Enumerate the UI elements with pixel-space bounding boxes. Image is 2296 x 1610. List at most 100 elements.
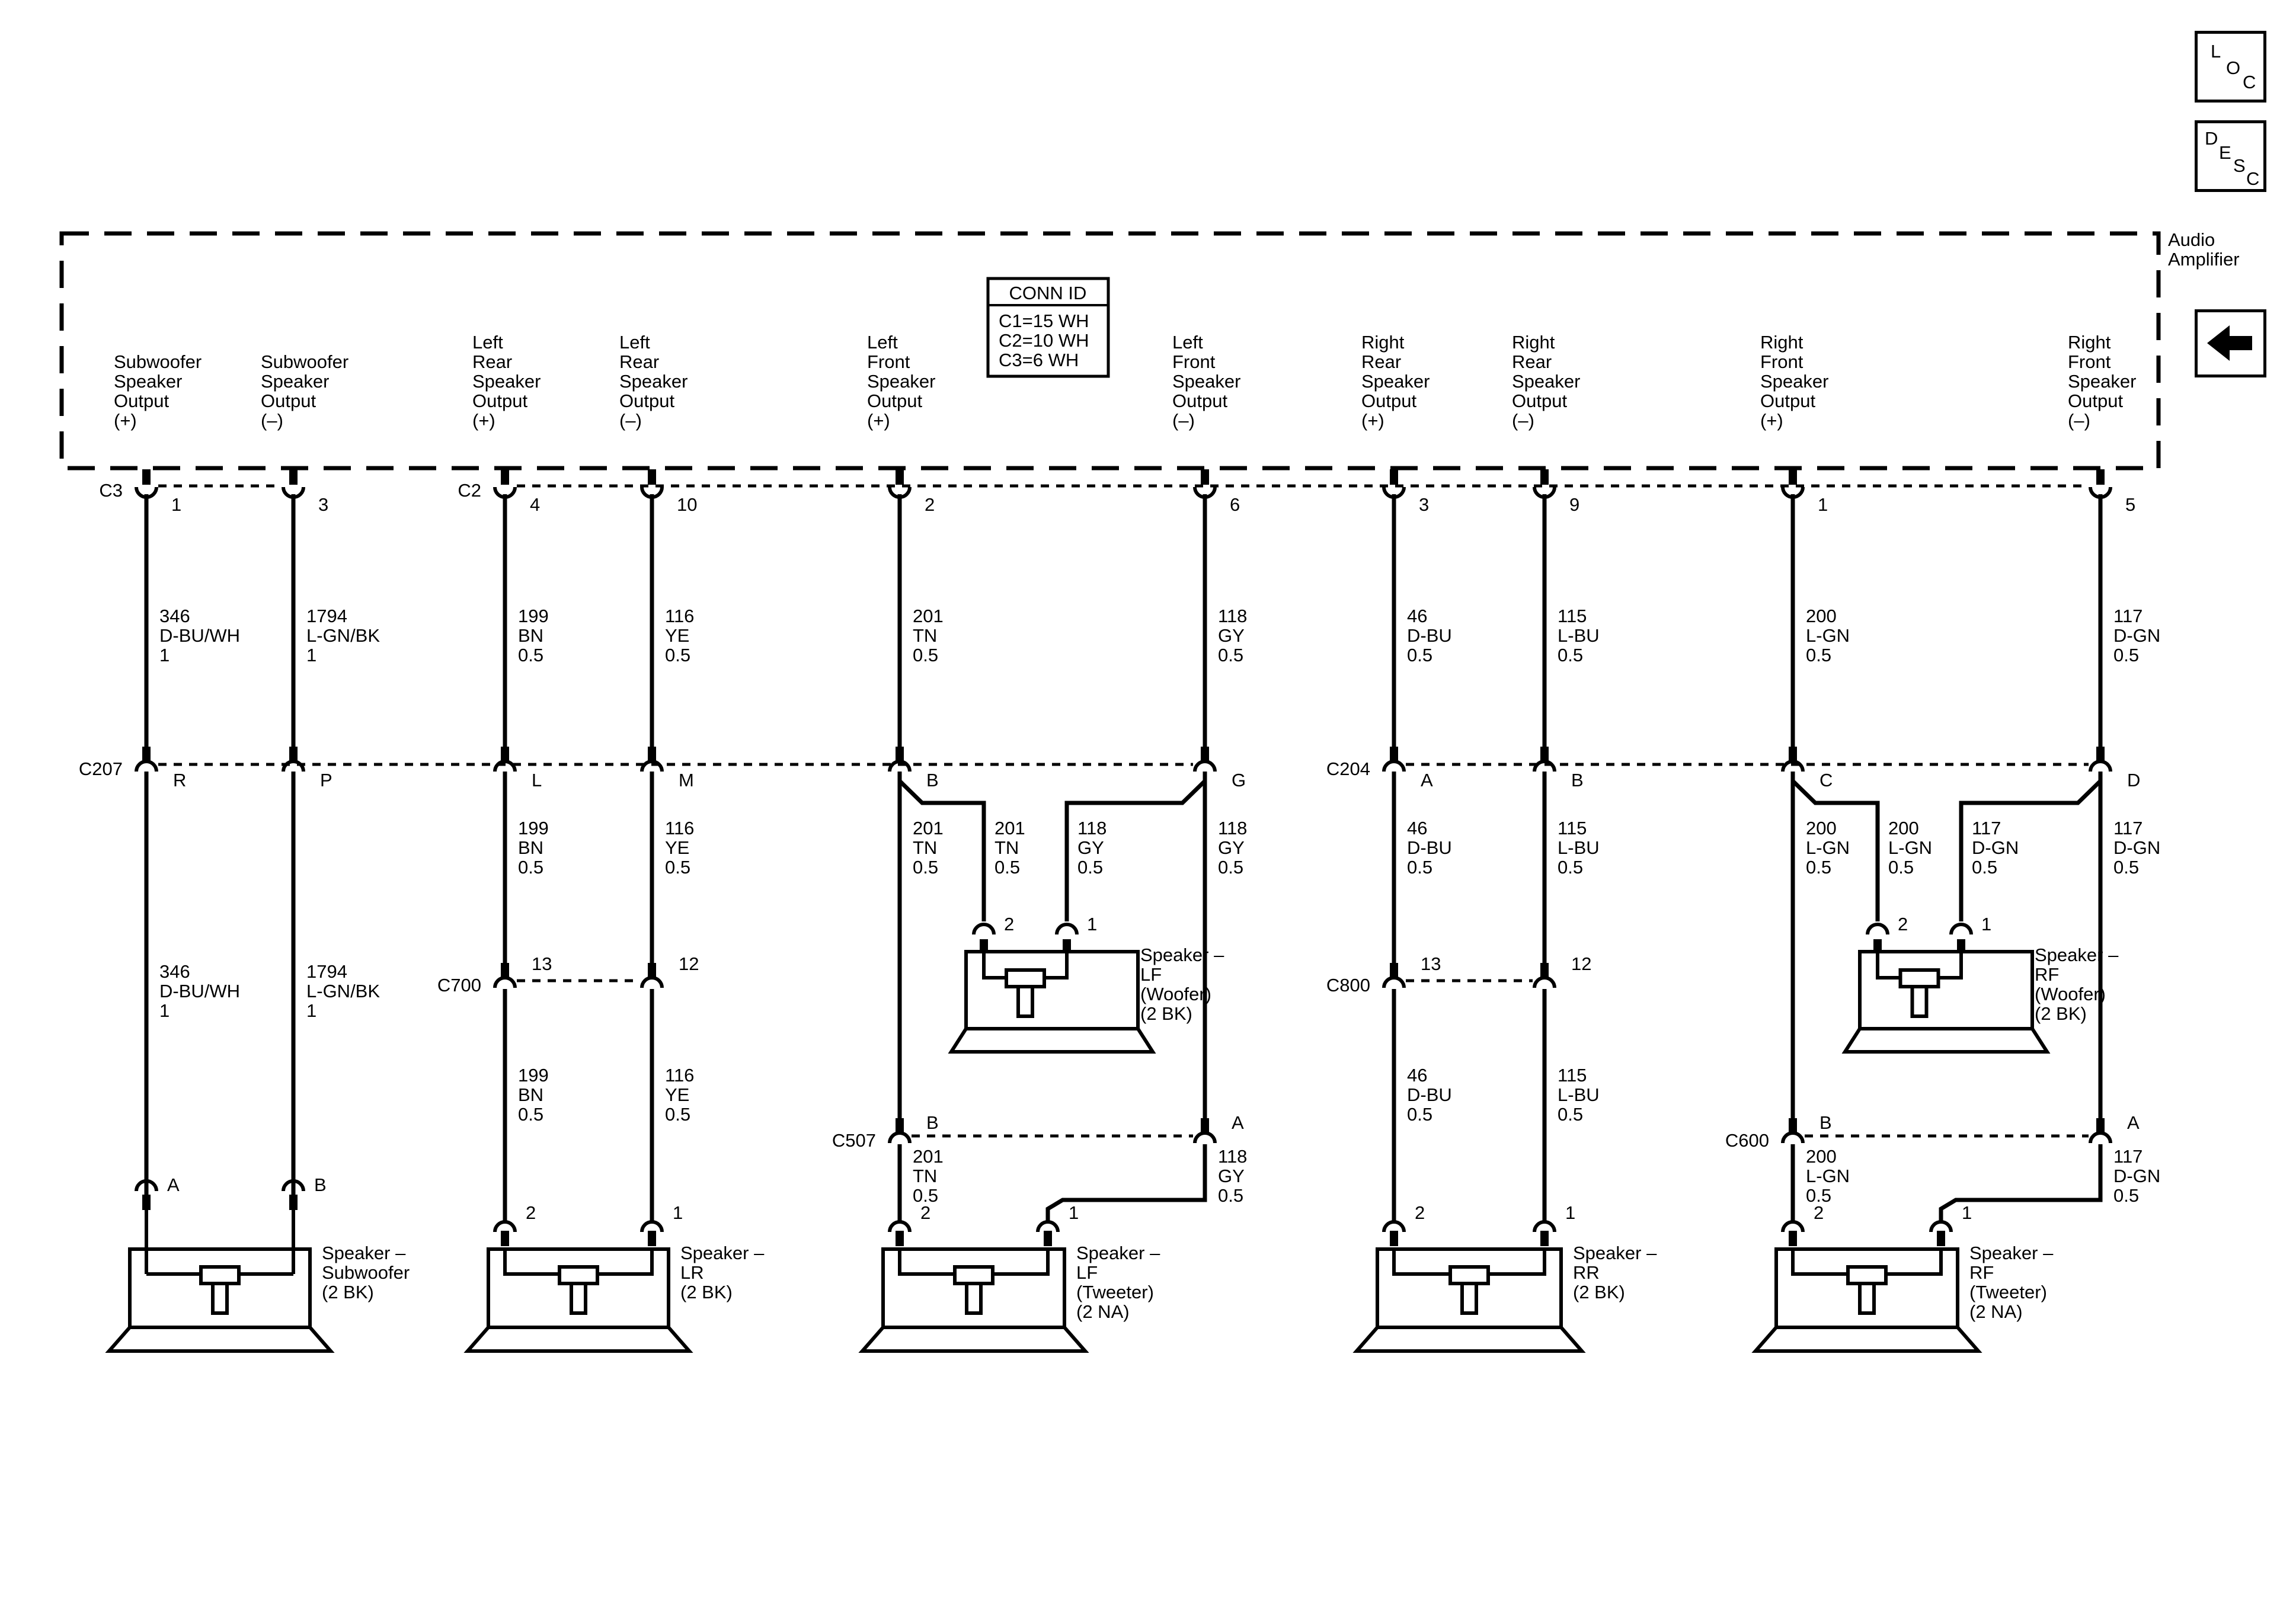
wire2-label-9-line-0: 117	[2113, 818, 2142, 838]
mid-2-cap	[493, 760, 517, 772]
output-pin-5: 6	[1230, 494, 1240, 515]
wire2-label-6-line-2: 0.5	[1407, 857, 1432, 878]
wire1-label-2-line-0: 199	[518, 606, 549, 626]
connector-c207: C207	[79, 758, 123, 779]
output-label-8-line-3: Output	[1760, 391, 1815, 411]
output-pin-1: 3	[318, 494, 328, 515]
speaker-lr-label-line-0: Speaker –	[680, 1243, 765, 1263]
sub-label-line-1: Subwoofer	[322, 1262, 410, 1283]
mid-pin-4: B	[926, 770, 939, 790]
wire3-label-3-line-0: 116	[665, 1065, 694, 1086]
connector-c2: C2	[458, 480, 481, 501]
speaker-rr-a-pin	[1390, 1231, 1398, 1246]
tweeter-rf-magnet	[1846, 1265, 1888, 1285]
wire1-label-3-line-1: YE	[665, 625, 689, 646]
wire2-label-5-line-1: GY	[1218, 837, 1245, 858]
wire4-label-4-line-2: 0.5	[913, 1185, 938, 1206]
tw-9-cap	[2089, 1131, 2112, 1144]
wire2-label-2-line-2: 0.5	[518, 857, 543, 878]
wire2-label-1-line-1: L-GN/BK	[306, 981, 380, 1001]
wire2-label-9-line-1: D-GN	[2113, 837, 2160, 858]
output-pin-9: 5	[2125, 494, 2135, 515]
speaker-lr-cone	[463, 1326, 693, 1353]
wire3-label-2-line-0: 199	[518, 1065, 549, 1086]
tweeter-rf-label-line-0: Speaker –	[1969, 1243, 2054, 1263]
tweeter-lf-pin-a-cap	[888, 1220, 912, 1233]
mid-pin-3: M	[679, 770, 694, 790]
back-button[interactable]	[2195, 309, 2266, 377]
output-label-6-line-2: Speaker	[1361, 371, 1430, 392]
wire2-label-3-line-2: 0.5	[665, 857, 690, 878]
mid-5-pin	[1201, 747, 1209, 762]
connector-c700: C700	[437, 975, 481, 996]
output-2-pin	[501, 469, 509, 485]
woofer-lf-branch-a-label-line-1: TN	[994, 837, 1019, 858]
wire2-label-4-line-1: TN	[913, 837, 937, 858]
sub-stem	[211, 1283, 229, 1315]
woofer-rf-branch-a-label-line-1: L-GN	[1888, 837, 1932, 858]
woofer-lf-pin-b-cap	[1055, 923, 1079, 935]
woofer-rf-body	[1858, 950, 2034, 1030]
sub-magnet	[199, 1265, 241, 1285]
speaker-rr-magnet	[1448, 1265, 1490, 1285]
wire1-label-9-line-1: D-GN	[2113, 625, 2160, 646]
output-7-pin	[1540, 469, 1549, 485]
woofer-rf-pin-a-cap	[1866, 923, 1889, 935]
desc-button[interactable]: D E S C	[2195, 120, 2266, 192]
wire1-label-5-line-1: GY	[1218, 625, 1245, 646]
wire1-label-3-line-0: 116	[665, 606, 694, 626]
output-label-3-line-2: Speaker	[619, 371, 687, 392]
wire2-label-8-line-1: L-GN	[1806, 837, 1850, 858]
woofer-rf-branch-a-label-line-2: 0.5	[1888, 857, 1914, 878]
sub-conn-b-cap	[282, 1179, 305, 1192]
output-label-2-line-4: (+)	[472, 410, 495, 431]
woofer-rf-stem	[1910, 987, 1929, 1018]
mid-9-cap	[2089, 760, 2112, 772]
output-label-6-line-3: Output	[1361, 391, 1416, 411]
mid-7-cap	[1533, 760, 1556, 772]
output-label-4-line-1: Front	[867, 351, 910, 372]
woofer-lf-branch-a-label-line-2: 0.5	[994, 857, 1020, 878]
loc-button[interactable]: L O C	[2195, 31, 2266, 103]
wire2-label-6-line-0: 46	[1407, 818, 1427, 838]
woofer-lf-branch-b-label-line-2: 0.5	[1077, 857, 1103, 878]
wire1-label-8-line-1: L-GN	[1806, 625, 1850, 646]
tweeter-rf-label-line-1: RF	[1969, 1262, 1994, 1283]
sub-a-pin	[142, 1195, 151, 1210]
wire3-label-6-line-1: D-BU	[1407, 1084, 1452, 1105]
low-2-pin	[501, 963, 509, 978]
wire1-label-0-line-0: 346	[159, 606, 190, 626]
tweeter-lf-magnet	[953, 1265, 994, 1285]
speaker-lr-stem	[570, 1283, 587, 1315]
output-pin-0: 1	[171, 494, 181, 515]
wire3-label-7-line-2: 0.5	[1558, 1104, 1583, 1125]
wire2-label-7-line-2: 0.5	[1558, 857, 1583, 878]
wire1-label-9-line-0: 117	[2113, 606, 2142, 626]
output-label-4-line-4: (+)	[867, 410, 890, 431]
woofer-lf-branch-b-label-line-0: 118	[1077, 818, 1107, 838]
sub-conn-b-label: B	[314, 1174, 327, 1195]
output-label-9-line-2: Speaker	[2068, 371, 2136, 392]
tweeter-lf-pin-b-label: 1	[1069, 1202, 1079, 1223]
tweeter-lf-a-pin	[896, 1231, 904, 1246]
mid-pin-8: C	[1819, 770, 1833, 790]
wire2-label-8-line-0: 200	[1806, 818, 1837, 838]
connector-c204: C204	[1326, 758, 1370, 779]
low-pin-3: 12	[679, 953, 699, 974]
back-arrow-icon	[2207, 325, 2252, 361]
wire3-label-6-line-0: 46	[1407, 1065, 1427, 1086]
output-0-pin	[142, 469, 151, 485]
tweeter-conn-pin-9: A	[2127, 1112, 2140, 1133]
tweeter-rf-pin-b-label: 1	[1962, 1202, 1972, 1223]
wire1-label-5-line-2: 0.5	[1218, 645, 1243, 665]
woofer-lf-branch-a	[898, 779, 986, 921]
tw-4-cap	[888, 1131, 912, 1144]
output-3-pin	[648, 469, 656, 485]
conn-id-box	[986, 277, 1110, 378]
wire2-label-8-line-2: 0.5	[1806, 857, 1831, 878]
mid-pin-1: P	[320, 770, 332, 790]
mid-4-cap	[888, 760, 912, 772]
output-label-3-line-1: Rear	[619, 351, 659, 372]
low-pin-6: 13	[1421, 953, 1441, 974]
